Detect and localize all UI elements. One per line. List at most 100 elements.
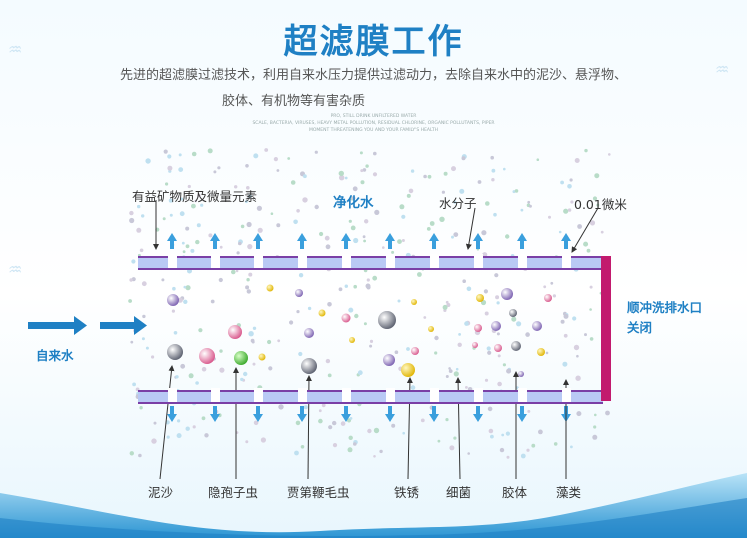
water-molecule-dot <box>366 285 371 290</box>
water-molecule-dot <box>248 331 254 337</box>
inlet-arrow-head <box>134 316 147 335</box>
water-molecule-dot <box>270 212 274 215</box>
water-molecule-dot <box>176 433 182 439</box>
membrane-pore <box>474 388 483 402</box>
water-molecule-dot <box>278 404 284 410</box>
water-molecule-dot <box>190 248 195 253</box>
water-molecule-dot <box>410 169 415 173</box>
water-molecule-dot <box>399 204 405 210</box>
water-molecule-dot <box>410 385 416 390</box>
water-molecule-dot <box>562 361 568 367</box>
water-molecule-dot <box>348 307 354 313</box>
purified-flow-arrow <box>300 240 304 249</box>
water-molecule-dot <box>185 244 190 249</box>
water-molecule-dot <box>442 304 448 310</box>
watermark: ♒ <box>8 260 23 279</box>
water-molecule-dot <box>172 286 176 291</box>
page-title: 超滤膜工作 <box>283 22 464 62</box>
subtitle-line-2: 胶体、有机物等有害杂质 <box>221 94 365 109</box>
water-molecule-dot <box>429 221 435 226</box>
water-molecule-dot <box>550 281 554 285</box>
water-molecule-dot <box>608 153 611 156</box>
water-molecule-dot <box>327 302 332 307</box>
water-molecule-dot <box>340 421 346 426</box>
waste-flow-arrow <box>256 406 260 415</box>
water-molecule-dot <box>252 326 257 330</box>
water-molecule-dot <box>402 431 406 435</box>
membrane-pore <box>386 388 395 402</box>
water-molecule-dot <box>344 284 348 288</box>
purified-flow-arrow <box>432 240 436 249</box>
water-molecule-dot <box>496 301 500 305</box>
water-molecule-dot <box>191 151 197 157</box>
water-molecule-dot <box>406 347 410 351</box>
water-molecule-dot <box>139 406 143 410</box>
water-molecule-dot <box>589 285 593 289</box>
water-molecule-dot <box>427 174 432 179</box>
water-molecule-dot <box>300 445 305 449</box>
water-molecule-dot <box>406 193 411 198</box>
water-molecule-dot <box>287 157 291 160</box>
water-molecule-dot <box>487 350 492 355</box>
water-molecule-dot <box>187 184 191 189</box>
water-molecule-dot <box>527 409 531 413</box>
water-molecule-dot <box>437 439 441 443</box>
water-molecule-dot <box>516 321 522 327</box>
water-molecule-dot <box>449 445 455 451</box>
water-molecule-dot <box>426 227 431 231</box>
water-molecule-dot <box>243 371 248 377</box>
water-molecule-dot <box>344 176 348 180</box>
water-molecule-dot <box>353 442 357 446</box>
water-molecule-dot <box>303 405 308 410</box>
membrane-pore <box>518 254 527 268</box>
water-molecule-dot <box>453 232 459 238</box>
water-molecule-dot <box>145 158 151 164</box>
watermark: ♒ <box>715 60 730 79</box>
water-molecule-dot <box>531 443 536 448</box>
particle <box>167 294 179 306</box>
waste-flow-arrowhead <box>429 414 439 422</box>
membrane-pore <box>474 254 483 268</box>
water-molecule-dot <box>391 250 395 254</box>
water-molecule-dot <box>198 328 203 333</box>
water-molecule-dot <box>446 303 451 307</box>
particle <box>411 299 417 305</box>
water-molecule-dot <box>194 199 197 203</box>
label-outlet-line-1: 顺冲洗排水口 <box>627 300 703 315</box>
water-molecule-dot <box>596 203 600 207</box>
water-molecule-dot <box>338 170 344 177</box>
membrane-pore <box>386 254 395 268</box>
fine-print-2: SCALE, BACTERIA, VIRUSES, HEAVY METAL PO… <box>252 121 495 126</box>
water-molecule-dot <box>594 173 600 179</box>
water-molecule-dot <box>354 313 359 319</box>
water-molecule-dot <box>373 455 376 458</box>
water-molecule-dot <box>362 168 367 172</box>
water-molecule-dot <box>332 443 338 448</box>
water-molecule-dot <box>293 219 298 225</box>
particle <box>428 326 434 332</box>
purified-flow-arrowhead <box>429 233 439 241</box>
water-molecule-dot <box>490 434 494 439</box>
label-rust: 铁锈 <box>394 485 420 500</box>
water-molecule-dot <box>245 164 249 168</box>
water-molecule-dot <box>177 297 183 303</box>
water-molecule-dot <box>451 166 456 172</box>
water-molecule-dot <box>246 186 250 190</box>
particle <box>167 344 183 360</box>
water-molecule-dot <box>165 420 170 425</box>
water-molecule-dot <box>511 316 517 322</box>
waste-flow-arrow <box>213 406 217 415</box>
water-molecule-dot <box>234 185 238 189</box>
watermark: ♒ <box>8 40 23 59</box>
waste-flow-arrowhead <box>167 414 177 422</box>
water-molecule-dot <box>327 373 332 378</box>
fine-print-1: PRO, STILL DRINK UNFILTERED WATER <box>330 114 417 119</box>
water-molecule-dot <box>247 244 253 250</box>
water-molecule-dot <box>245 285 250 290</box>
water-molecule-dot <box>268 366 273 371</box>
water-molecule-dot <box>295 420 301 426</box>
water-molecule-dot <box>129 451 134 456</box>
label-algae: 藻类 <box>556 485 582 500</box>
particle <box>494 344 502 352</box>
particle <box>295 289 303 297</box>
